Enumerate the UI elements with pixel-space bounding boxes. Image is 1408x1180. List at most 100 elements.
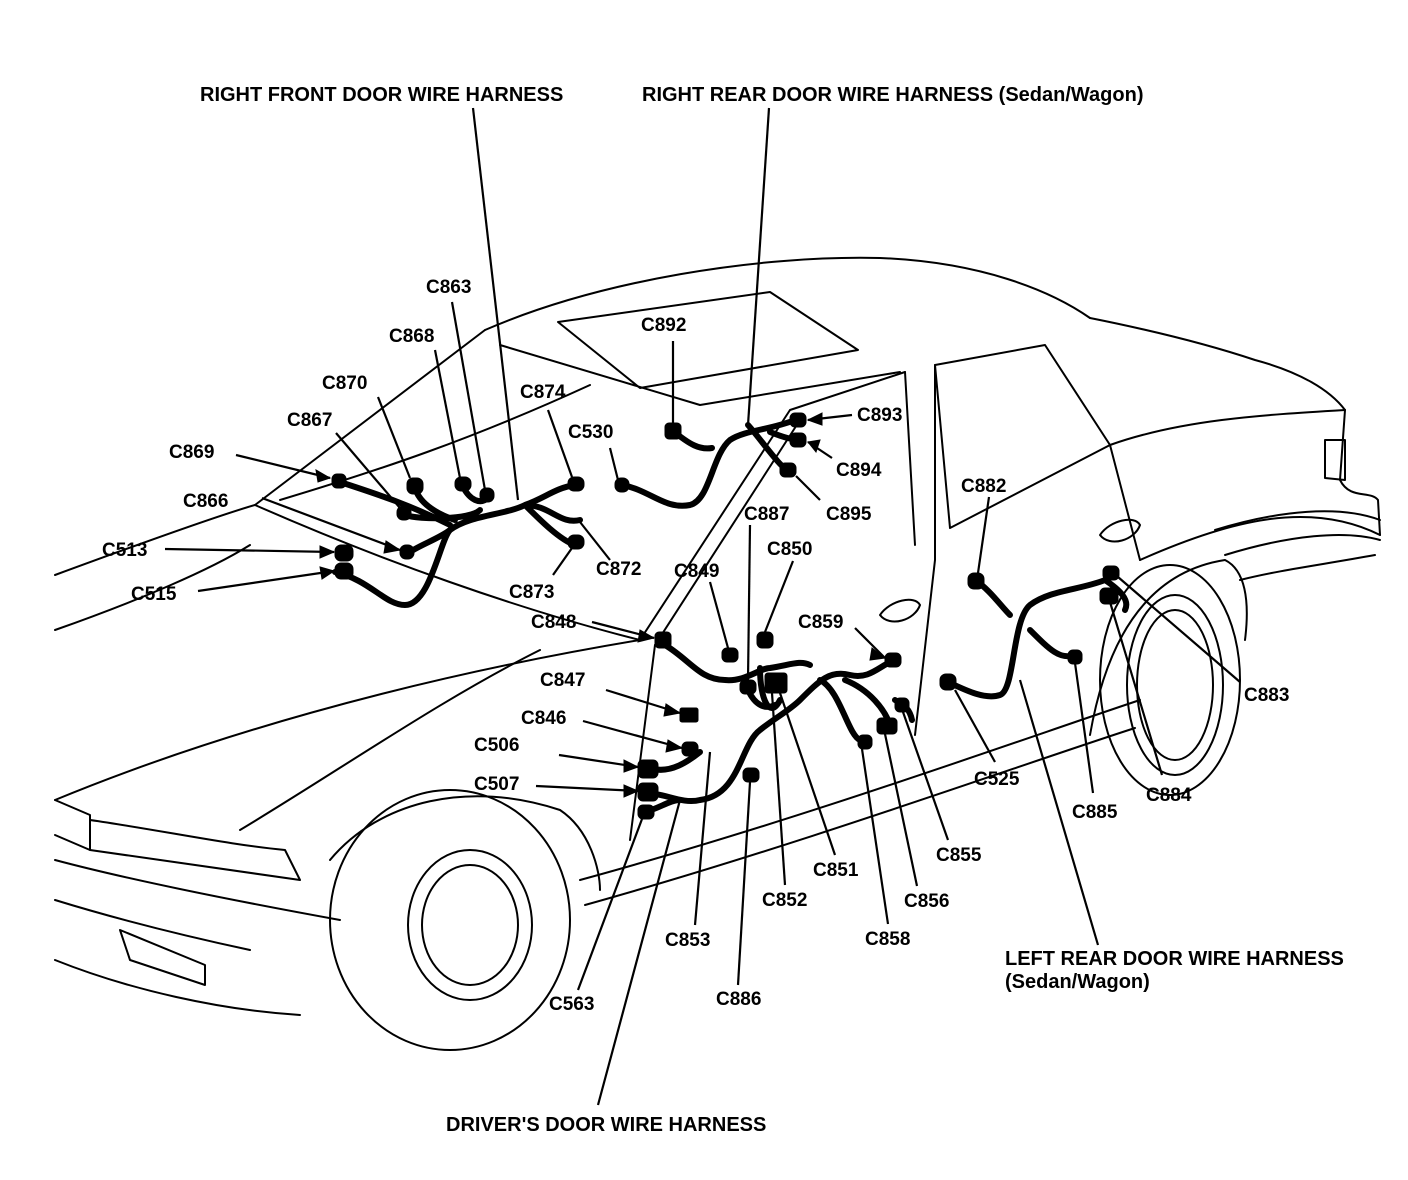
leader-c513 xyxy=(164,547,335,554)
harness-titles: RIGHT FRONT DOOR WIRE HARNESS RIGHT REAR… xyxy=(200,84,1344,1136)
connector-c849 xyxy=(721,647,739,663)
connector-c856 xyxy=(876,717,898,735)
label-c513: C513 xyxy=(102,540,147,561)
hood-surface xyxy=(54,639,641,801)
connector-c513 xyxy=(334,544,354,562)
title-right-rear-harness: RIGHT REAR DOOR WIRE HARNESS (Sedan/Wago… xyxy=(642,84,1143,106)
leader-c866 xyxy=(261,496,401,552)
bumper xyxy=(54,859,341,921)
label-c886: C886 xyxy=(716,989,761,1010)
label-c515: C515 xyxy=(131,584,177,605)
label-c507: C507 xyxy=(474,774,519,795)
connector-c859 xyxy=(884,652,902,668)
leader-c887 xyxy=(746,524,752,681)
connector-c895 xyxy=(779,462,797,478)
connector-c892 xyxy=(664,422,682,440)
front-wheel-outer xyxy=(329,789,571,1051)
title-drivers-door-harness: DRIVER'S DOOR WIRE HARNESS xyxy=(446,1114,766,1136)
connector-c851 xyxy=(764,672,788,694)
connector-c858 xyxy=(857,734,873,750)
rear-deck xyxy=(1109,409,1346,446)
connector-c894 xyxy=(789,432,807,448)
connector-c886 xyxy=(742,767,760,783)
label-c894: C894 xyxy=(836,460,882,481)
front-wheel-arch xyxy=(329,795,601,891)
connector-c847 xyxy=(679,707,699,723)
connector-c882 xyxy=(967,572,985,590)
leader-c883 xyxy=(1117,576,1241,683)
label-c855: C855 xyxy=(936,845,982,866)
label-c882: C882 xyxy=(961,476,1006,497)
rear-wheel-outer xyxy=(1099,564,1241,796)
arrow-c866 xyxy=(383,540,402,554)
front-door-rear-edge xyxy=(914,364,936,736)
label-c856: C856 xyxy=(904,891,949,912)
leader-c872 xyxy=(579,521,611,561)
connector-c885 xyxy=(1067,649,1083,665)
title-left-rear-harness: LEFT REAR DOOR WIRE HARNESS xyxy=(1005,948,1344,970)
leader-c507 xyxy=(535,784,639,793)
leader-right-rear xyxy=(746,107,771,426)
connector-c846 xyxy=(681,741,699,757)
connector-c870 xyxy=(406,477,424,495)
rear-body-trim-2 xyxy=(1224,534,1381,556)
leader-c856 xyxy=(883,733,919,887)
leader-c530 xyxy=(608,447,620,481)
arrowheads xyxy=(315,412,887,798)
hood-crease xyxy=(239,649,541,831)
rear-wheel-arch xyxy=(1089,559,1248,736)
label-c853: C853 xyxy=(665,930,710,951)
arrow-c859 xyxy=(869,647,887,661)
leader-c859 xyxy=(854,627,886,659)
connector-c868 xyxy=(454,476,472,492)
rear-body-trim xyxy=(1214,510,1381,531)
rear-door-rear-edge xyxy=(1109,444,1141,561)
front-grille-top xyxy=(54,799,91,851)
leader-c867 xyxy=(335,432,401,509)
car-outline xyxy=(54,256,1381,1051)
leader-c525 xyxy=(954,689,996,763)
front-door-handle xyxy=(879,598,921,623)
label-c866: C866 xyxy=(183,491,228,512)
leader-c874 xyxy=(546,409,574,478)
windshield-base xyxy=(254,504,641,641)
connector-c525 xyxy=(939,673,957,691)
connector-labels: C863 C868 C870 C867 C869 C866 C513 C515 … xyxy=(102,277,1289,1015)
label-c847: C847 xyxy=(540,670,585,691)
leader-lines xyxy=(164,107,1241,1106)
rear-door-handle xyxy=(1099,518,1141,543)
leader-c895 xyxy=(795,475,821,501)
arrow-c506 xyxy=(623,759,640,773)
title-right-front-harness: RIGHT FRONT DOOR WIRE HARNESS xyxy=(200,84,563,106)
fog-light xyxy=(119,929,206,986)
roof-line xyxy=(484,256,1091,331)
label-c563: C563 xyxy=(549,994,594,1015)
arrow-c893 xyxy=(806,412,823,426)
label-c848: C848 xyxy=(531,612,576,633)
label-c530: C530 xyxy=(568,422,613,443)
rear-window-pillar xyxy=(904,371,916,546)
label-c858: C858 xyxy=(865,929,910,950)
label-c846: C846 xyxy=(521,708,566,729)
headlight xyxy=(89,819,301,881)
label-c849: C849 xyxy=(674,561,719,582)
arrow-c515 xyxy=(319,566,336,580)
connector-c855 xyxy=(894,697,910,713)
leader-c515 xyxy=(197,569,335,593)
connector-c869 xyxy=(331,473,347,489)
connector-c515 xyxy=(334,562,354,580)
label-c851: C851 xyxy=(813,860,859,881)
front-lower xyxy=(54,959,301,1016)
leader-c869 xyxy=(235,453,331,480)
body-sill xyxy=(579,699,1141,881)
rear-door-window xyxy=(934,344,1111,529)
rear-lower xyxy=(1239,554,1376,581)
label-c895: C895 xyxy=(826,504,872,525)
windshield-top xyxy=(254,329,486,506)
rear-wheel-hub xyxy=(1136,609,1214,761)
connector-c867 xyxy=(396,505,412,521)
left-rear-harness xyxy=(945,577,1130,700)
leader-c882 xyxy=(976,496,991,574)
leader-c884 xyxy=(1108,601,1164,776)
label-c869: C869 xyxy=(169,442,214,463)
